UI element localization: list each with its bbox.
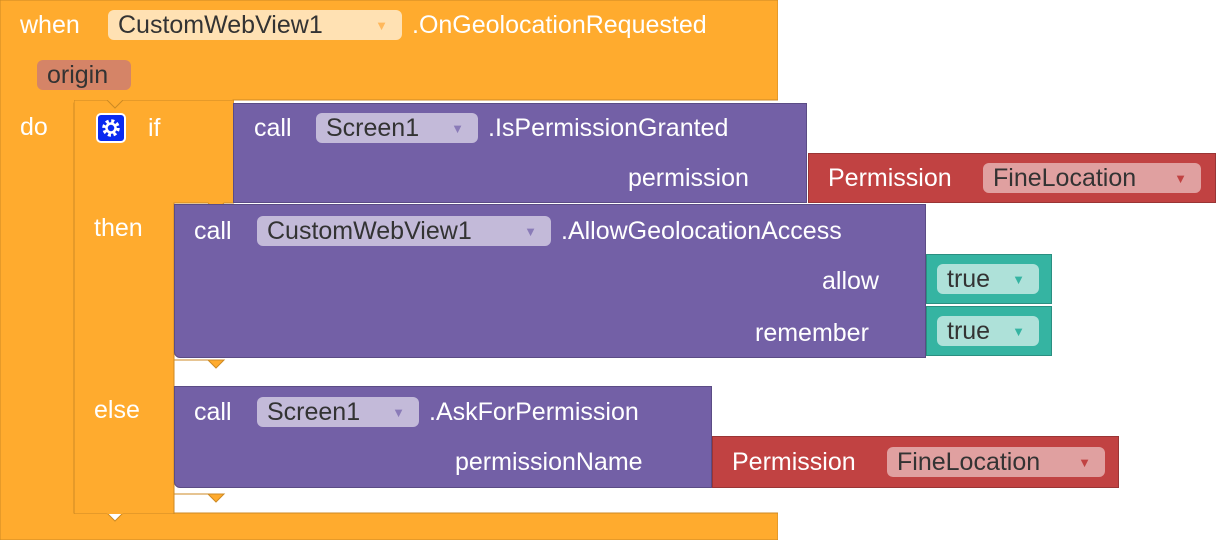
origin-parameter-label: origin [47,61,109,89]
gear-icon[interactable] [96,113,126,143]
permission-fine-location-block-else[interactable]: Permission FineLocation ▼ [712,436,1119,488]
chevron-down-icon: ▼ [1012,324,1025,339]
chevron-down-icon: ▼ [1174,171,1187,186]
permission-value-label: FineLocation [993,164,1137,192]
remember-arg-label: remember [755,319,869,347]
then-method-label: .AllowGeolocationAccess [561,217,842,245]
permission-value-label-else: FineLocation [897,448,1041,476]
do-label: do [20,113,48,141]
chevron-down-icon: ▼ [392,405,405,420]
permission-name-arg-label: permissionName [455,448,643,476]
permission-fine-location-block[interactable]: Permission FineLocation ▼ [808,153,1216,203]
if-label: if [148,114,161,142]
when-label: when [20,11,80,39]
condition-component-dropdown[interactable]: Screen1 ▼ [316,113,478,143]
event-component-dropdown[interactable]: CustomWebView1 ▼ [108,10,402,40]
then-call-label: call [194,217,232,245]
permission-value-dropdown[interactable]: FineLocation ▼ [983,163,1201,193]
event-block[interactable]: when CustomWebView1 ▼ .OnGeolocationRequ… [0,0,778,540]
else-label: else [94,396,140,424]
else-method-label: .AskForPermission [429,398,639,426]
if-block-shape [74,100,234,514]
then-label: then [94,214,143,242]
then-component-dropdown[interactable]: CustomWebView1 ▼ [257,216,551,246]
condition-method-label: .IsPermissionGranted [488,114,729,142]
chevron-down-icon: ▼ [451,121,464,136]
is-permission-granted-block[interactable]: call Screen1 ▼ .IsPermissionGranted perm… [233,103,807,203]
origin-parameter[interactable]: origin [37,60,131,90]
ask-for-permission-block[interactable]: call Screen1 ▼ .AskForPermission permiss… [174,386,712,488]
permission-value-dropdown-else[interactable]: FineLocation ▼ [887,447,1105,477]
allow-value-dropdown[interactable]: true ▼ [937,264,1039,294]
else-component-dropdown[interactable]: Screen1 ▼ [257,397,419,427]
else-call-label: call [194,398,232,426]
event-component-label: CustomWebView1 [118,11,323,39]
allow-value-label: true [947,265,991,293]
permission-helper-label-else: Permission [732,448,856,476]
true-block-allow[interactable]: true ▼ [926,254,1052,304]
remember-value-label: true [947,317,991,345]
allow-arg-label: allow [822,267,879,295]
remember-value-dropdown[interactable]: true ▼ [937,316,1039,346]
then-component-label: CustomWebView1 [267,217,472,245]
true-block-remember[interactable]: true ▼ [926,306,1052,356]
else-component-label: Screen1 [267,398,361,426]
allow-geolocation-access-block[interactable]: call CustomWebView1 ▼ .AllowGeolocationA… [174,204,926,358]
condition-component-label: Screen1 [326,114,420,142]
event-name-label: .OnGeolocationRequested [412,11,707,39]
chevron-down-icon: ▼ [1012,272,1025,287]
condition-call-label: call [254,114,292,142]
chevron-down-icon: ▼ [375,18,388,33]
chevron-down-icon: ▼ [524,224,537,239]
permission-arg-label: permission [628,164,749,192]
chevron-down-icon: ▼ [1078,455,1091,470]
if-then-else-block[interactable]: if then else [74,100,234,514]
permission-helper-label: Permission [828,164,952,192]
